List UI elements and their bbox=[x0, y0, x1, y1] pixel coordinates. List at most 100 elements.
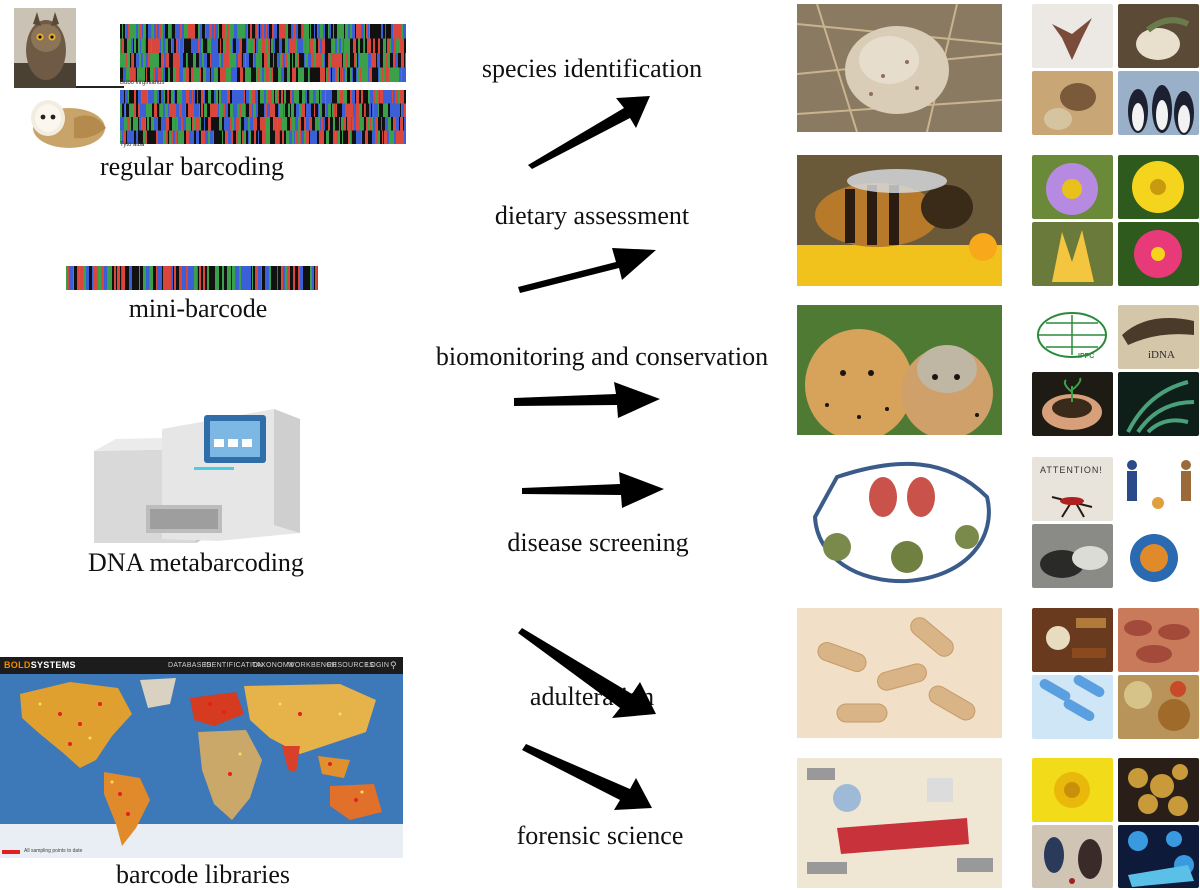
barcode-stripe bbox=[212, 24, 214, 39]
barcode-stripe bbox=[251, 266, 252, 290]
arrow-biomonitoring-conservation bbox=[514, 382, 660, 418]
barcode-stripe bbox=[166, 266, 169, 290]
application-label-disease-screening: disease screening bbox=[507, 528, 689, 557]
barcode-stripe bbox=[146, 130, 147, 144]
barcode-stripe bbox=[378, 38, 380, 53]
barcode-stripe bbox=[378, 130, 380, 144]
bold-nav-workbench[interactable]: WORKBENCH bbox=[288, 662, 337, 669]
barcode-stripe bbox=[241, 130, 242, 144]
barcode-stripe bbox=[272, 90, 274, 104]
barcode-stripe bbox=[239, 103, 240, 117]
barcode-stripe bbox=[292, 130, 294, 144]
barcode-stripe bbox=[317, 130, 319, 144]
barcode-stripe bbox=[283, 103, 284, 117]
barcode-stripe bbox=[379, 103, 380, 117]
barcode-stripe bbox=[223, 38, 226, 53]
barcode-stripe bbox=[168, 90, 169, 104]
barcode-stripe bbox=[341, 67, 342, 82]
bold-nav-resources[interactable]: RESOURCES bbox=[327, 662, 375, 669]
thumb-human-transmission bbox=[1118, 457, 1199, 521]
barcode-stripe bbox=[251, 67, 254, 82]
barcode-stripe bbox=[146, 117, 147, 131]
barcode-stripe bbox=[403, 90, 404, 104]
barcode-stripe bbox=[352, 67, 353, 82]
barcode-stripe bbox=[383, 67, 385, 82]
barcode-stripe bbox=[132, 90, 134, 104]
barcode-stripe bbox=[189, 38, 191, 53]
search-icon[interactable]: ⚲ bbox=[390, 660, 397, 670]
ippc-logo-text: IPPC bbox=[1078, 353, 1095, 360]
barcode-stripe bbox=[392, 90, 393, 104]
barcode-stripe bbox=[247, 67, 250, 82]
barcode-stripe bbox=[121, 67, 123, 82]
barcode-stripe bbox=[290, 53, 292, 68]
barcode-stripe bbox=[249, 90, 252, 104]
barcode-stripe bbox=[398, 53, 401, 68]
barcode-stripe bbox=[237, 90, 238, 104]
thumb-yellow-flower-bee bbox=[1118, 155, 1199, 219]
barcode-stripe bbox=[186, 266, 188, 290]
barcode-stripe bbox=[130, 67, 132, 82]
barcode-stripe bbox=[143, 103, 146, 117]
barcode-stripe bbox=[320, 24, 323, 39]
barcode-stripe bbox=[327, 67, 330, 82]
barcode-stripe bbox=[273, 53, 274, 68]
barcode-stripe bbox=[216, 103, 218, 117]
barcode-stripe bbox=[193, 67, 195, 82]
barcode-stripe bbox=[370, 130, 372, 144]
barcode-stripe bbox=[393, 117, 395, 131]
barcode-stripe bbox=[269, 67, 271, 82]
barcode-stripe bbox=[153, 67, 155, 82]
barcode-stripe bbox=[184, 266, 186, 290]
barcode-stripe bbox=[252, 90, 255, 104]
barcode-stripe bbox=[324, 53, 325, 68]
barcode-stripe bbox=[201, 90, 203, 104]
barcode-stripe bbox=[293, 53, 295, 68]
barcode-stripe bbox=[142, 90, 144, 104]
barcode-stripe bbox=[317, 24, 318, 39]
barcode-stripe bbox=[351, 53, 354, 68]
barcode-stripe bbox=[130, 117, 131, 131]
barcode-stripe bbox=[183, 117, 186, 131]
barcode-stripe bbox=[131, 53, 132, 68]
bold-nav-login[interactable]: LOGIN bbox=[366, 662, 390, 669]
barcode-stripe bbox=[355, 53, 356, 68]
bold-nav-databases[interactable]: DATABASES bbox=[168, 662, 212, 669]
barcode-stripe bbox=[401, 117, 403, 131]
barcode-stripe bbox=[122, 266, 125, 290]
barcode-stripe bbox=[195, 24, 198, 39]
barcode-stripe bbox=[294, 90, 296, 104]
barcode-stripe bbox=[275, 103, 278, 117]
barcode-stripe bbox=[181, 53, 183, 68]
barcode-stripe bbox=[247, 38, 249, 53]
barcode-stripe bbox=[204, 117, 205, 131]
barcode-stripe bbox=[293, 266, 295, 290]
bold-nav-taxonomy[interactable]: TAXONOMY bbox=[252, 662, 294, 669]
barcode-stripe bbox=[288, 38, 289, 53]
barcode-stripe bbox=[254, 266, 255, 290]
barcode-stripe bbox=[79, 266, 80, 290]
barcode-stripe bbox=[390, 38, 391, 53]
barcode-stripe bbox=[186, 53, 187, 68]
barcode-stripe bbox=[223, 67, 226, 82]
barcode-stripe bbox=[347, 103, 350, 117]
barcode-stripe bbox=[244, 130, 246, 144]
barcode-stripe bbox=[198, 67, 200, 82]
barcode-stripe bbox=[275, 38, 276, 53]
bold-nav-identification[interactable]: IDENTIFICATION bbox=[204, 662, 264, 669]
barcode-stripe bbox=[355, 117, 356, 131]
barcode-stripe bbox=[157, 103, 159, 117]
barcode-stripe bbox=[383, 130, 384, 144]
barcode-stripe bbox=[279, 103, 280, 117]
barcode-stripe bbox=[332, 67, 335, 82]
bold-sampling-world-map: All sampling points to date bbox=[0, 674, 403, 858]
barcode-stripe bbox=[232, 38, 233, 53]
barcode-stripe bbox=[264, 53, 265, 68]
barcode-stripe bbox=[145, 38, 146, 53]
barcode-stripe bbox=[348, 130, 349, 144]
barcode-stripe bbox=[318, 24, 320, 39]
barcode-stripe bbox=[176, 53, 179, 68]
barcode-stripe bbox=[316, 90, 319, 104]
barcode-stripe bbox=[390, 103, 393, 117]
barcode-stripe bbox=[308, 53, 311, 68]
